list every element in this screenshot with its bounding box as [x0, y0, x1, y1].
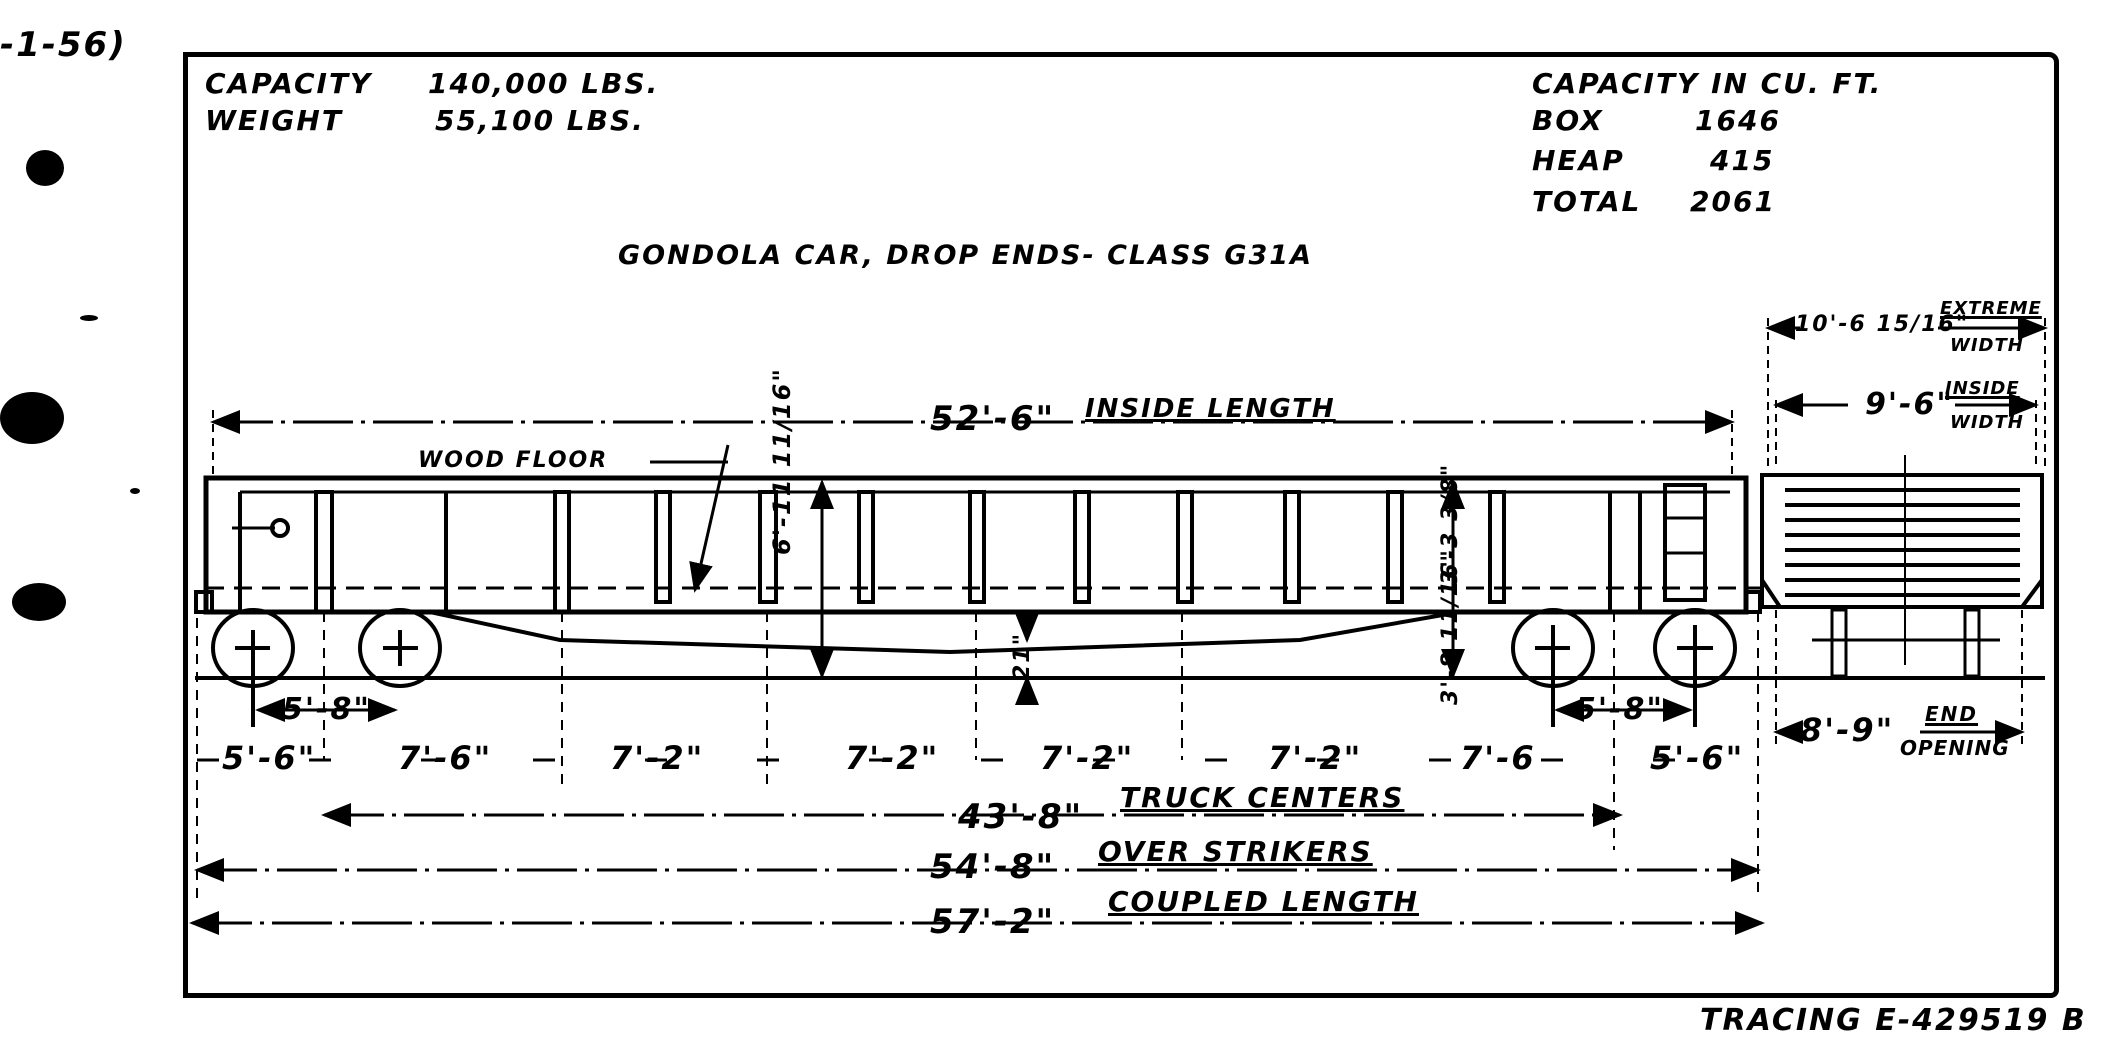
punch-hole-blot — [12, 583, 66, 621]
spacing-3: 7'-2" — [610, 739, 705, 777]
cu-ft-heading: CAPACITY IN CU. FT. — [1532, 67, 1883, 100]
over-strikers-label: OVER STRIKERS — [1098, 835, 1373, 868]
spacing-7: 7'-6 — [1460, 739, 1536, 777]
capacity-value: 140,000 LBS. — [428, 67, 660, 100]
end-opening-label-top: END — [1925, 702, 1979, 726]
end-opening-value: 8'-9" — [1800, 711, 1895, 749]
sill-drop-dim: 21" — [1010, 631, 1035, 680]
spacing-6: 7'-2" — [1268, 739, 1363, 777]
capacity-label: CAPACITY — [205, 67, 373, 100]
drawing-title: GONDOLA CAR, DROP ENDS- CLASS G31A — [618, 240, 1313, 271]
truck-wheelbase-left: 5'-8" — [282, 692, 372, 727]
spacing-4: 7'-2" — [845, 739, 940, 777]
punch-hole-blot — [0, 392, 64, 444]
coupled-length-label: COUPLED LENGTH — [1108, 885, 1419, 918]
height-center-dim: 6'-11 11/16" — [768, 367, 796, 555]
spacing-5: 7'-2" — [1040, 739, 1135, 777]
corner-note: -1-56) — [0, 25, 127, 65]
punch-hole-blot — [80, 315, 98, 321]
extreme-width-label-bottom: WIDTH — [1950, 335, 2024, 356]
tracing-number: TRACING E-429519 B — [1700, 1003, 2087, 1038]
wood-floor-label: WOOD FLOOR — [418, 448, 609, 473]
truck-centers-value: 43'-8" — [958, 797, 1084, 837]
punch-hole-blot — [26, 150, 64, 186]
total-label: TOTAL — [1532, 185, 1642, 218]
extreme-width-label-top: EXTREME — [1940, 298, 2042, 319]
inside-width-label-top: INSIDE — [1945, 378, 2020, 399]
truck-centers-label: TRUCK CENTERS — [1120, 781, 1405, 814]
punch-hole-blot — [130, 488, 140, 494]
inside-width-label-bottom: WIDTH — [1950, 412, 2024, 433]
heap-label: HEAP — [1532, 144, 1625, 177]
box-value: 1646 — [1695, 104, 1781, 137]
spacing-8: 5'-6" — [1650, 739, 1745, 777]
truck-wheelbase-right: 5'-8" — [1575, 692, 1665, 727]
inside-length-value: 52'-6" — [930, 399, 1056, 439]
spacing-2: 7'-6" — [398, 739, 493, 777]
inside-width-value: 9'-6" — [1865, 387, 1955, 422]
drawing-frame — [183, 52, 2059, 998]
over-strikers-value: 54'-8" — [930, 847, 1056, 887]
weight-label: WEIGHT — [205, 104, 343, 137]
extreme-width-value: 10'-6 15/16" — [1795, 312, 1970, 337]
total-value: 2061 — [1690, 185, 1776, 218]
coupled-length-value: 57'-2" — [930, 902, 1056, 942]
height-side-bottom-dim: 3'-8 11/16" — [1438, 548, 1463, 705]
end-opening-label-bottom: OPENING — [1900, 736, 2010, 760]
box-label: BOX — [1532, 104, 1604, 137]
heap-value: 415 — [1710, 144, 1775, 177]
inside-length-label: INSIDE LENGTH — [1085, 394, 1336, 424]
weight-value: 55,100 LBS. — [435, 104, 645, 137]
spacing-1: 5'-6" — [222, 739, 317, 777]
